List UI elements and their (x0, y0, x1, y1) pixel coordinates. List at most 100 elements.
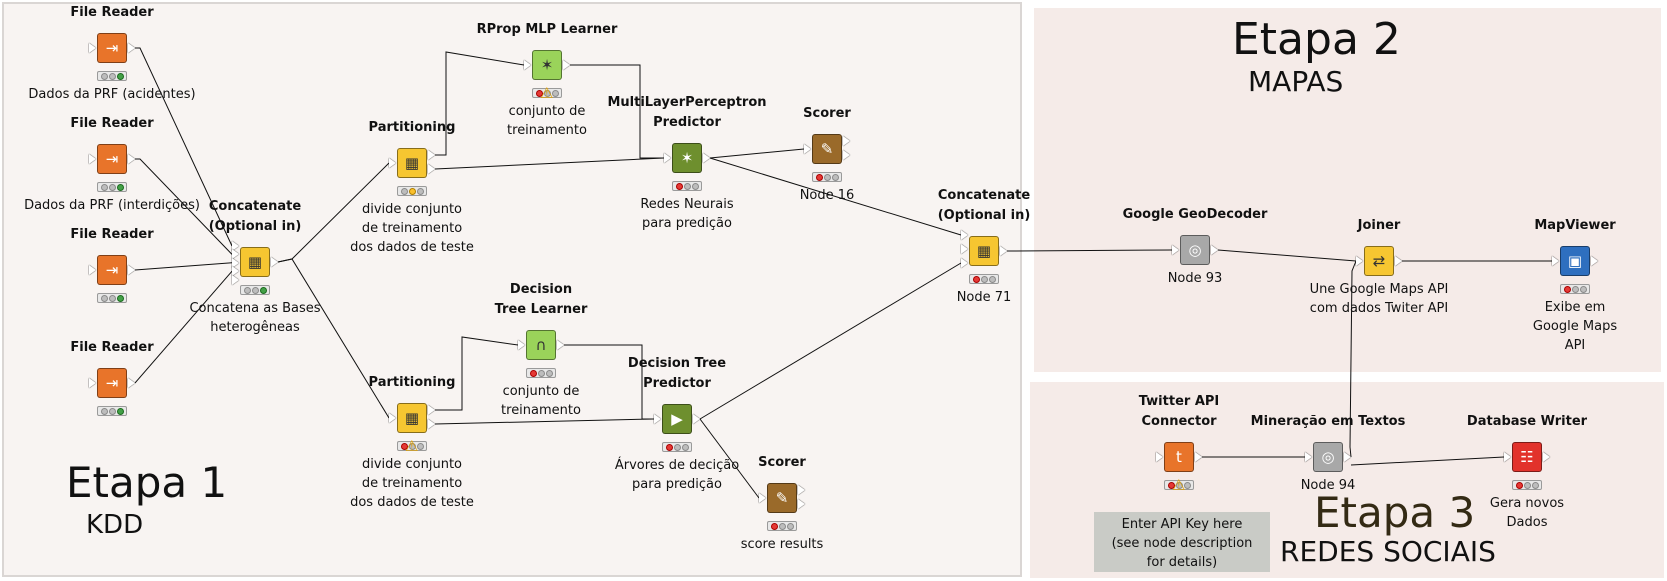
stage-2-title: Etapa 2 (1232, 14, 1401, 65)
joiner-in-port[interactable] (1356, 256, 1363, 266)
file-reader-icon[interactable]: ⇥ (97, 144, 127, 174)
mlppred-in-port[interactable] (664, 153, 671, 163)
mlp-predictor-icon[interactable]: ✶ (672, 143, 702, 173)
status-dot (988, 275, 996, 283)
concatenate-icon[interactable]: ▦ (969, 236, 999, 266)
decision-tree-learner-icon[interactable]: ∩ (526, 330, 556, 360)
dtp-out-port[interactable] (693, 414, 700, 424)
mapviewer-out-port[interactable] (1591, 256, 1598, 266)
status-dot (675, 182, 683, 190)
scorer1-in-port[interactable] (804, 144, 811, 154)
dtp-in-port[interactable] (654, 414, 661, 424)
status-dot (1515, 481, 1523, 489)
fr2-node-description: Dados da PRF (interdições) (24, 198, 200, 213)
status-dot (529, 369, 537, 377)
mlppred-out-port[interactable] (703, 153, 710, 163)
connection-dtp-scorer2 (699, 418, 760, 499)
mlp-in-port[interactable] (524, 60, 531, 70)
part1-node-title: Partitioning (368, 120, 456, 135)
connection-mlppred-concat2 (709, 157, 962, 236)
concat1-out-port[interactable] (271, 257, 278, 267)
scorer2-out-port[interactable] (798, 485, 805, 495)
concatenate-icon[interactable]: ▦ (240, 247, 270, 277)
concat1-in-port[interactable] (232, 257, 239, 268)
fr3-out-port[interactable] (128, 265, 135, 275)
status-dot (681, 443, 689, 451)
decision-tree-predictor-icon[interactable]: ▶ (662, 404, 692, 434)
scorer2-node-description: score results (740, 537, 824, 552)
part1-in-port[interactable] (389, 158, 396, 168)
dtl-in-port[interactable] (518, 340, 525, 350)
concat2-out-port[interactable] (1000, 246, 1007, 256)
joiner-out-port[interactable] (1395, 256, 1402, 266)
database-writer-icon[interactable]: ☷ (1512, 442, 1542, 472)
fr2-out-port[interactable] (128, 154, 135, 164)
part1-out-port[interactable] (428, 150, 435, 160)
scorer1-out-port[interactable] (843, 150, 850, 160)
connection-mining-dbwriter (1350, 456, 1505, 466)
status-dot (1523, 481, 1531, 489)
status-dot (786, 522, 794, 530)
text-mining-icon[interactable]: ◎ (1313, 442, 1343, 472)
concat1-in-port[interactable] (232, 249, 239, 260)
part2-out-port[interactable] (428, 419, 435, 429)
scorer2-out-port[interactable] (798, 499, 805, 509)
concat1-in-port[interactable] (232, 274, 239, 285)
fr2-in-port[interactable] (89, 154, 96, 164)
mlp-out-port[interactable] (563, 60, 570, 70)
scorer-icon[interactable]: ✎ (812, 134, 842, 164)
concat1-in-port[interactable] (232, 241, 239, 251)
fr1-out-port[interactable] (128, 43, 135, 53)
fr4-in-port[interactable] (89, 378, 96, 388)
fr1-node-description: Dados da PRF (acidentes) (28, 87, 196, 102)
concat1-in-port[interactable] (232, 266, 239, 277)
fr3-in-port[interactable] (89, 265, 96, 275)
status-dot (259, 286, 267, 294)
mapviewer-in-port[interactable] (1552, 256, 1559, 266)
mapviewer-node-title: MapViewer (1534, 218, 1616, 233)
twitter-in-port[interactable] (1156, 452, 1163, 462)
dbwriter-out-port[interactable] (1543, 452, 1550, 462)
dtl-out-port[interactable] (557, 340, 564, 350)
dtp-node-description: Árvores de decição para predição (614, 458, 740, 492)
mining-in-port[interactable] (1305, 452, 1312, 462)
geodecoder-icon[interactable]: ◎ (1180, 235, 1210, 265)
file-reader-icon[interactable]: ⇥ (97, 33, 127, 63)
geo-in-port[interactable] (1172, 245, 1179, 255)
file-reader-icon[interactable]: ⇥ (97, 255, 127, 285)
mlp-node-description: conjunto de treinamento (507, 104, 587, 138)
status-dot (243, 286, 251, 294)
part1-out-port[interactable] (428, 164, 435, 174)
fr1-in-port[interactable] (89, 43, 96, 53)
joiner-icon[interactable]: ⇄ (1364, 246, 1394, 276)
status-dot (416, 187, 424, 195)
mlp-status-light (532, 88, 562, 98)
status-dot (535, 89, 543, 97)
scorer2-in-port[interactable] (759, 493, 766, 503)
scorer1-out-port[interactable] (843, 136, 850, 146)
dbwriter-in-port[interactable] (1504, 452, 1511, 462)
partitioning-icon[interactable]: ▦ (397, 403, 427, 433)
partitioning-icon[interactable]: ▦ (397, 148, 427, 178)
concat2-in-port[interactable] (961, 230, 968, 240)
mining-out-port[interactable] (1344, 452, 1351, 462)
fr4-out-port[interactable] (128, 378, 135, 388)
status-dot (551, 89, 559, 97)
fr2-node-title: File Reader (70, 116, 154, 131)
concat2-in-port[interactable] (961, 258, 968, 268)
twitter-out-port[interactable] (1195, 452, 1202, 462)
file-reader-icon[interactable]: ⇥ (97, 368, 127, 398)
scorer-icon[interactable]: ✎ (767, 483, 797, 513)
twitter-icon[interactable]: t (1164, 442, 1194, 472)
connection-fr3-concat (134, 262, 233, 271)
mlp-learner-icon[interactable]: ✶ (532, 50, 562, 80)
joiner-node-description: Une Google Maps API com dados Twiter API (1309, 282, 1449, 316)
fr1-status-light (97, 71, 127, 81)
map-viewer-icon[interactable]: ▣ (1560, 246, 1590, 276)
part2-in-port[interactable] (389, 413, 396, 423)
geo-out-port[interactable] (1211, 245, 1218, 255)
status-dot (400, 442, 408, 450)
part2-out-port[interactable] (428, 405, 435, 415)
dtp-status-light (662, 442, 692, 452)
concat2-in-port[interactable] (961, 244, 968, 254)
